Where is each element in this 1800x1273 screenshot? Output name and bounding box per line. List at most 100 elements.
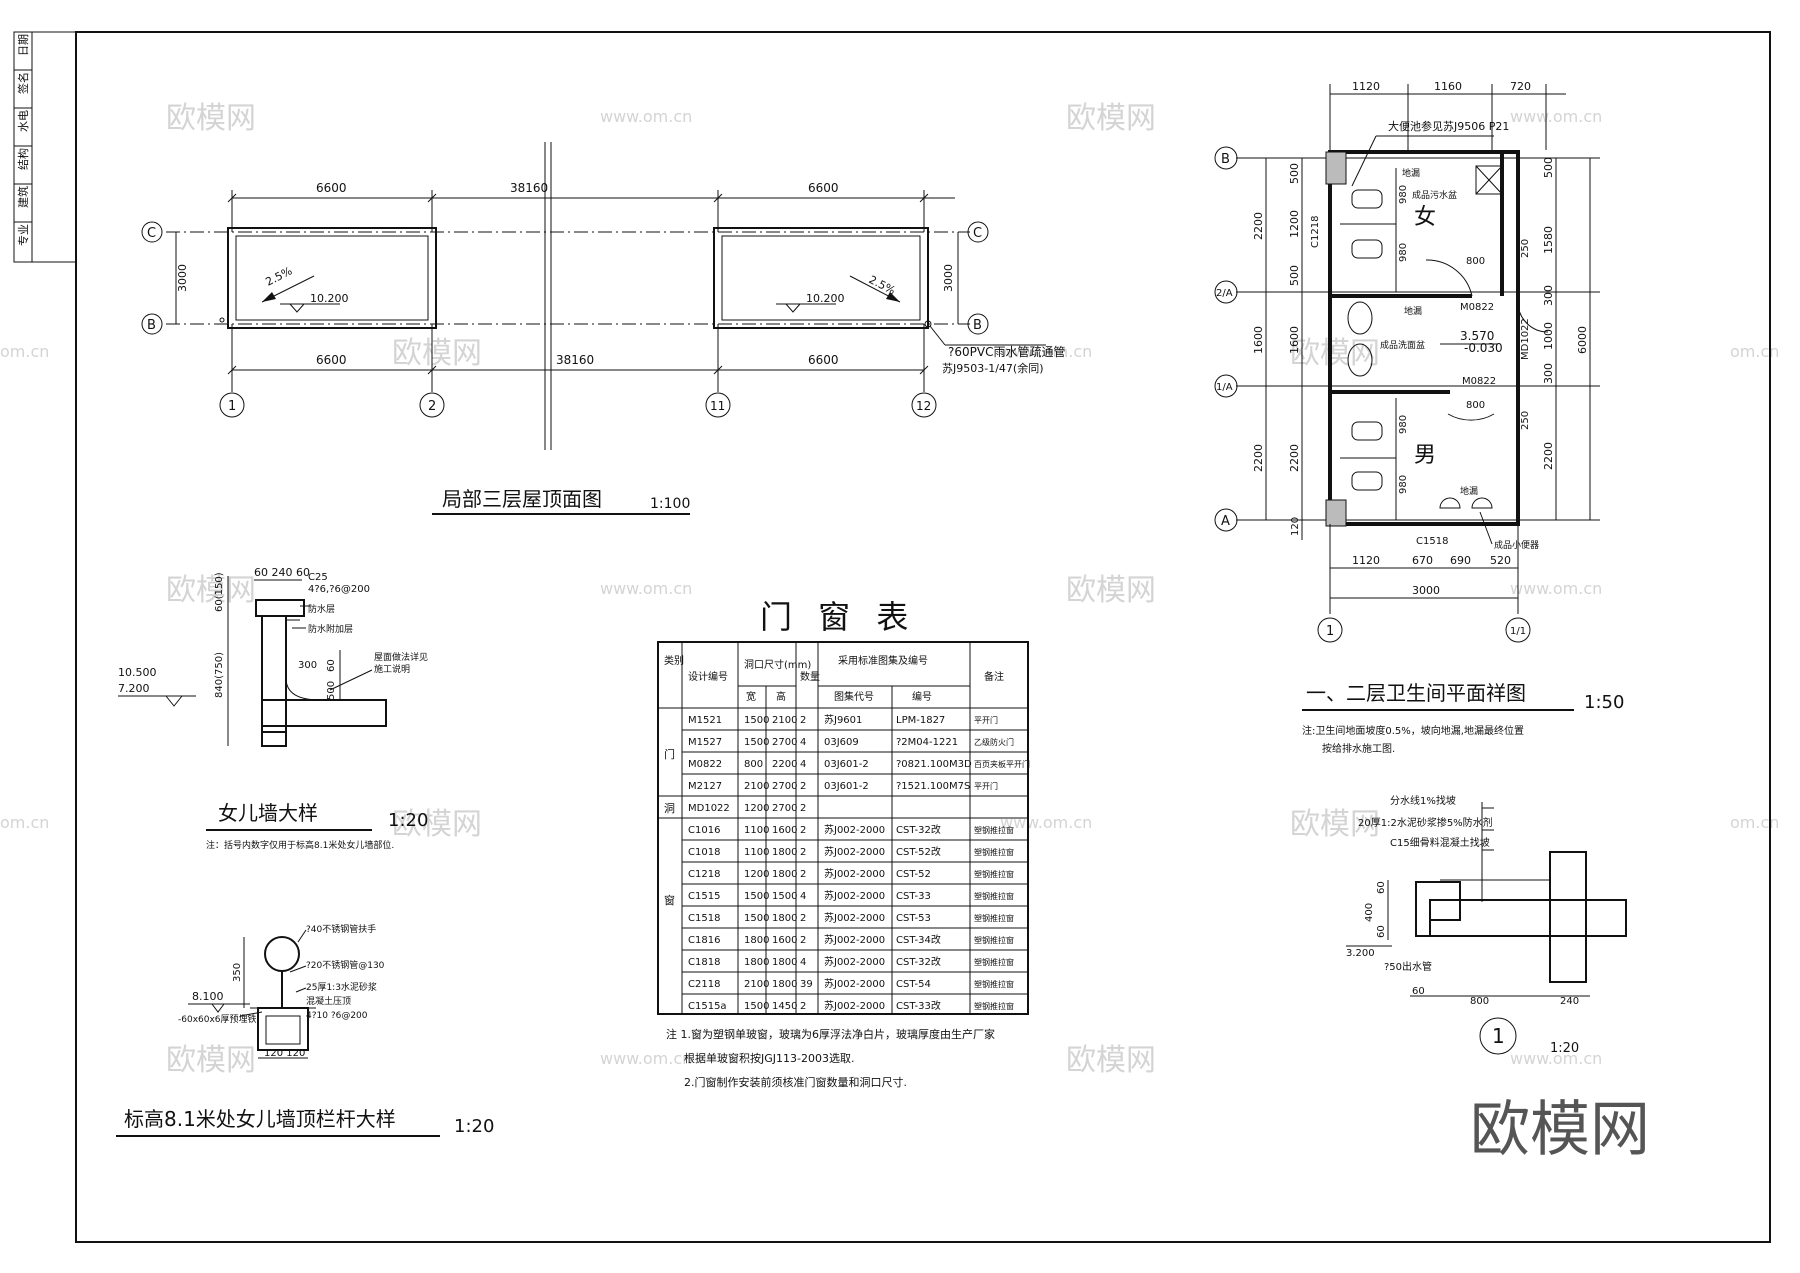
rainpipe-note-1: ?60PVC雨水管疏通管 — [948, 344, 1065, 359]
table-cell: C1218 — [688, 869, 720, 880]
dim-right-inner: 2200 — [1542, 442, 1555, 470]
railing-label-1: ?40不锈钢管扶手 — [306, 923, 376, 935]
table-cell: 1800 — [772, 869, 797, 880]
detail-dim-b1: 60 — [1412, 986, 1425, 997]
railing-elev: 8.100 — [192, 990, 224, 1003]
title-block: 专业 建筑 结构 水电 签名 日期 — [13, 31, 77, 263]
dim-right-inner: 500 — [1542, 157, 1555, 178]
table-cell: MD1022 — [688, 803, 730, 814]
dim-right-inner: 1580 — [1542, 226, 1555, 254]
axis-2: 2 — [428, 399, 436, 414]
railing-label-4: 混凝土压顶 — [306, 995, 351, 1007]
table-cell: 苏J9601 — [824, 713, 862, 726]
label-980: 980 — [1398, 185, 1409, 204]
table-cell: CST-34改 — [896, 933, 941, 946]
title-block-row: 专业 — [16, 224, 30, 246]
table-cell: 03J601-2 — [824, 781, 869, 792]
elev-b: -0.030 — [1464, 341, 1503, 355]
table-cell: 2200 — [772, 759, 797, 770]
detail-label-1: 分水线1%找坡 — [1390, 794, 1456, 807]
watermark-layer: 欧模网 www.om.cn 欧模网 www.om.cn om.cn 欧模网 ww… — [0, 101, 1779, 1078]
roof-plan: 6600 38160 6600 2.5% 2.5% 10.200 10.200 … — [141, 142, 1065, 515]
detail-dim-400: 400 — [1364, 903, 1375, 922]
parapet-dim-top: 60 240 60 — [254, 566, 310, 579]
table-cell: 苏J002-2000 — [824, 955, 885, 968]
group-window: 窗 — [664, 893, 675, 907]
table-cell: 2 — [800, 847, 806, 858]
table-cell: 2 — [800, 913, 806, 924]
label-squat: 大便池参见苏J9506 P21 — [1388, 119, 1509, 133]
table-cell: CST-32改 — [896, 823, 941, 836]
parapet-title: 女儿墙大样 — [218, 801, 318, 825]
table-cell: 塑钢推拉窗 — [974, 825, 1014, 835]
watermark-brand: 欧模网 — [1066, 1043, 1156, 1078]
table-cell: C2118 — [688, 979, 720, 990]
railing-scale: 1:20 — [454, 1116, 494, 1137]
table-cell: 1500 — [744, 913, 769, 924]
table-cell: 塑钢推拉窗 — [974, 847, 1014, 857]
dim-right-inner: 1000 — [1542, 322, 1555, 350]
axis-11: 11 — [710, 399, 725, 413]
toilet-plan-note-2: 按给排水施工图. — [1322, 742, 1395, 755]
table-cell: 4 — [800, 891, 806, 902]
gutter-detail: 分水线1%找坡 20厚1:2水泥砂浆掺5%防水剂 C15细骨料混凝土找坡 60 … — [1346, 794, 1627, 1056]
title-block-row: 建筑 — [16, 186, 30, 208]
railing-detail: 350 ?40不锈钢管扶手 ?20不锈钢管@130 25厚1:3水泥砂浆 混凝土… — [116, 923, 494, 1137]
table-cell: 塑钢推拉窗 — [974, 913, 1014, 923]
table-cell: ?2M04-1221 — [896, 737, 958, 748]
table-cell: LPM-1827 — [896, 715, 945, 726]
dim-left-inner: 1200 — [1288, 210, 1301, 238]
table-cell: 03J609 — [824, 737, 859, 748]
table-note-3: 2.门窗制作安装前须核准门窗数量和洞口尺寸. — [684, 1075, 907, 1089]
table-note-1: 注 1.窗为塑钢单玻窗，玻璃为6厚浮法净白片，玻璃厚度由生产厂家 — [666, 1027, 995, 1041]
table-cell: 苏J002-2000 — [824, 999, 885, 1012]
table-cell: 平开门 — [974, 781, 998, 791]
dim-left-inner: 120 — [1290, 517, 1301, 536]
table-cell: M1527 — [688, 737, 722, 748]
table-cell: 1200 — [744, 869, 769, 880]
dim-bottom-total: 3000 — [1412, 584, 1440, 597]
axis-1: 1 — [228, 399, 236, 414]
label-250-b: 250 — [1520, 411, 1531, 430]
table-cell: 1500 — [772, 891, 797, 902]
table-cell: CST-54 — [896, 979, 931, 990]
dim-bot-right: 6600 — [808, 353, 839, 367]
axis-a: A — [1221, 514, 1230, 529]
title-block-row: 签名 — [16, 72, 30, 94]
dim-top: 720 — [1510, 80, 1531, 93]
watermark-brand: 欧模网 — [392, 807, 482, 842]
label-c1218: C1218 — [1310, 216, 1321, 248]
table-cell: 2 — [800, 869, 806, 880]
table-cell: M2127 — [688, 781, 722, 792]
label-980: 980 — [1398, 243, 1409, 262]
table-cell: 1100 — [744, 825, 769, 836]
table-cell: C1515 — [688, 891, 720, 902]
table-cell: C1515a — [688, 1001, 727, 1012]
th-width: 宽 — [746, 690, 756, 703]
table-title: 门 窗 表 — [760, 598, 916, 636]
dim-bottom: 690 — [1450, 554, 1471, 567]
table-cell: 苏J002-2000 — [824, 867, 885, 880]
title-block-row: 日期 — [17, 34, 30, 56]
table-cell: 1500 — [744, 737, 769, 748]
detail-dim-b3: 240 — [1560, 996, 1579, 1007]
detail-scale: 1:20 — [1550, 1041, 1579, 1056]
table-cell: 1600 — [772, 935, 797, 946]
railing-label-3: 25厚1:3水泥砂浆 — [306, 981, 377, 993]
th-size: 洞口尺寸(mm) — [744, 658, 811, 671]
table-cell: 03J601-2 — [824, 759, 869, 770]
table-cell: 1800 — [772, 847, 797, 858]
label-md1022: MD1022 — [1520, 318, 1531, 360]
label-980: 980 — [1398, 415, 1409, 434]
watermark-site: www.om.cn — [1510, 1049, 1602, 1068]
toilet-plan-scale: 1:50 — [1584, 692, 1624, 713]
label-800-b: 800 — [1466, 400, 1485, 411]
dim-left-inner: 1600 — [1288, 326, 1301, 354]
dim-bottom: 670 — [1412, 554, 1433, 567]
dim-left-outer: 2200 — [1252, 212, 1265, 240]
slope-left: 2.5% — [263, 264, 294, 288]
table-cell: 苏J002-2000 — [824, 889, 885, 902]
table-cell: 1500 — [744, 1001, 769, 1012]
parapet-elev-2: 7.200 — [118, 682, 150, 695]
